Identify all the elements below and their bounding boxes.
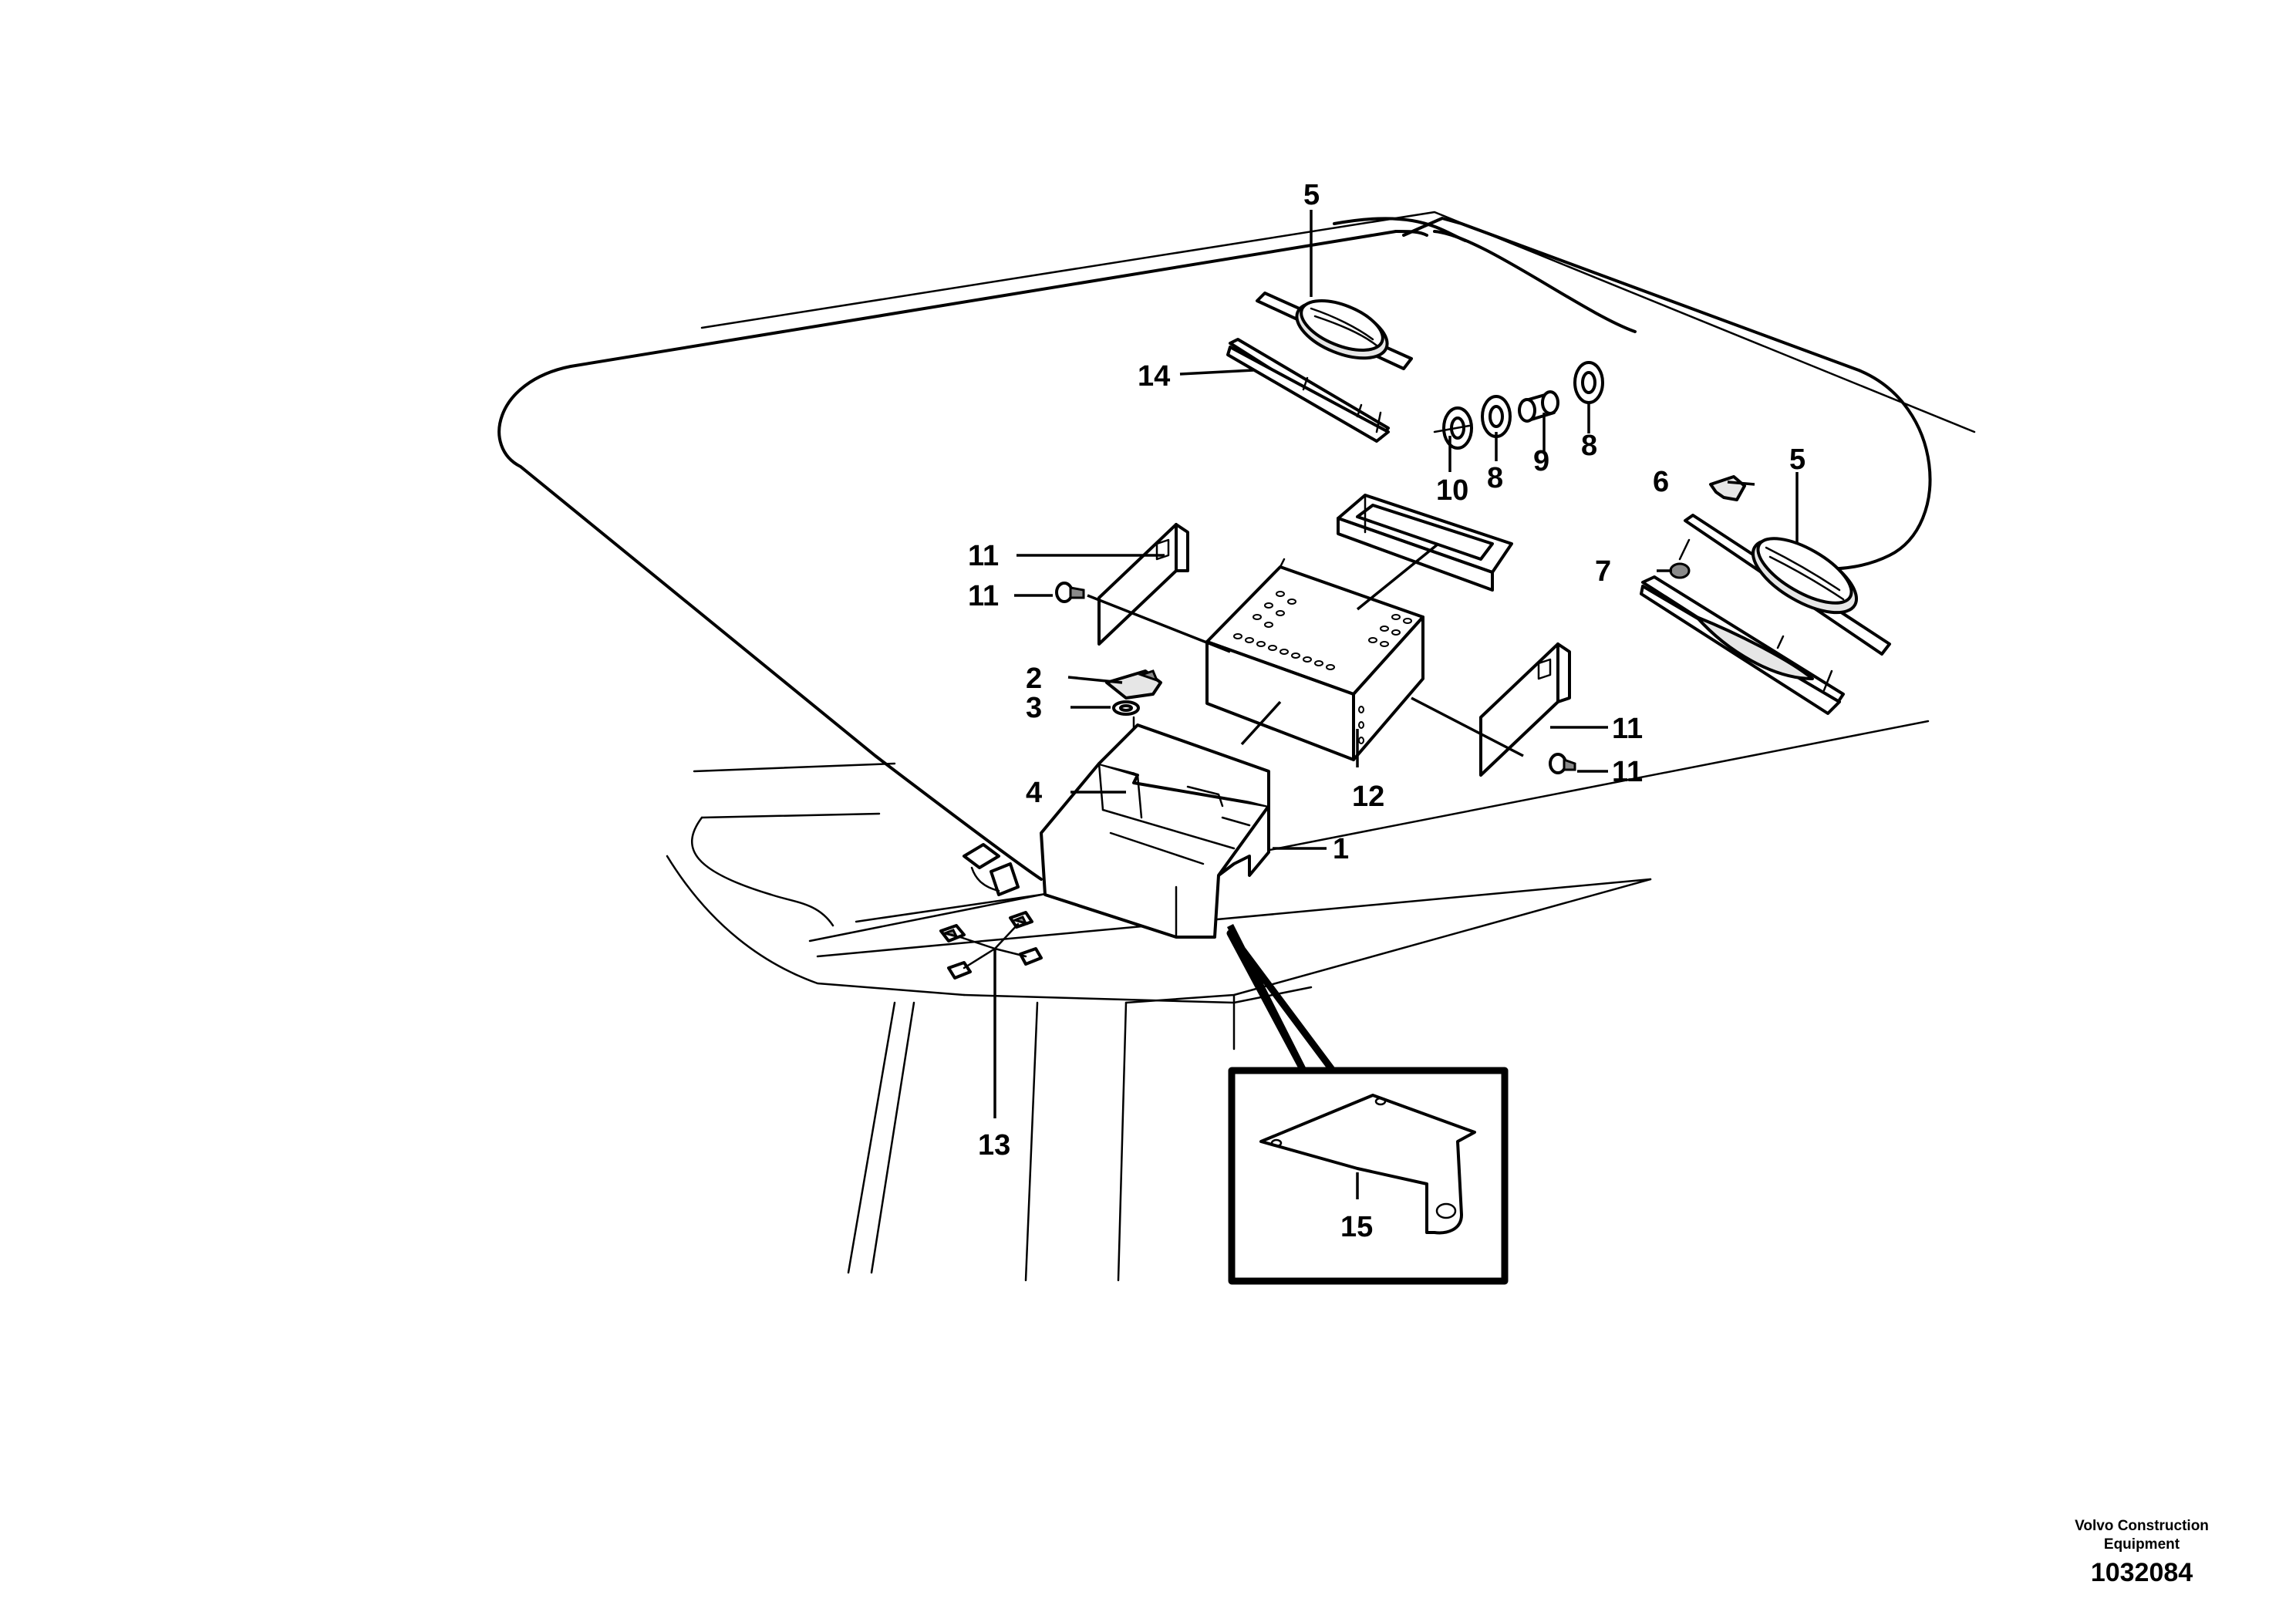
footer-block: Volvo Construction Equipment 1032084 <box>2075 1518 2209 1587</box>
callout-13: 13 <box>978 1129 1010 1162</box>
radio-tray <box>1040 723 1270 939</box>
callout-9: 9 <box>1533 445 1549 477</box>
right-side-bracket <box>1479 642 1571 777</box>
callout-2: 2 <box>1026 663 1042 695</box>
callout-14: 14 <box>1138 360 1170 393</box>
callout-15: 15 <box>1340 1211 1373 1243</box>
washer-knob-set <box>1433 361 1604 450</box>
callout-11-screw-right: 11 <box>1612 756 1643 788</box>
radio-faceplate <box>1337 494 1513 592</box>
bracket-screws <box>1055 582 1576 774</box>
callout-12: 12 <box>1352 781 1384 813</box>
right-speaker-assembly <box>1640 475 1891 715</box>
callout-8-left: 8 <box>1487 462 1503 494</box>
radio-unit <box>1205 558 1424 761</box>
callout-5-upper: 5 <box>1303 179 1320 211</box>
callout-5-right: 5 <box>1789 443 1805 476</box>
left-side-bracket <box>1097 523 1189 646</box>
callout-6: 6 <box>1653 466 1669 498</box>
callout-1: 1 <box>1333 833 1349 865</box>
wiring-harness <box>939 911 1043 980</box>
callout-labels: 5 14 10 8 9 8 6 5 7 11 11 2 3 4 12 11 11… <box>968 179 1805 1243</box>
detail-callout <box>1226 923 1509 1285</box>
callout-11-screw-left: 11 <box>968 580 999 612</box>
callout-11-right: 11 <box>1612 713 1643 745</box>
wire-plug <box>963 843 1020 896</box>
document-number: 1032084 <box>2091 1558 2193 1587</box>
cab-roof-outline <box>497 211 1976 1282</box>
callout-7: 7 <box>1595 555 1611 588</box>
callout-11-top: 11 <box>968 540 999 572</box>
brand-line-2: Equipment <box>2104 1536 2180 1553</box>
brand-line-1: Volvo Construction <box>2075 1518 2209 1534</box>
callout-3: 3 <box>1026 692 1042 724</box>
callout-10: 10 <box>1436 474 1468 507</box>
radio-vent-holes <box>1233 591 1412 744</box>
leader-lines <box>993 210 1799 1199</box>
callout-8-right: 8 <box>1581 430 1597 462</box>
callout-4: 4 <box>1026 777 1042 809</box>
upper-speaker-assembly <box>1226 292 1413 443</box>
